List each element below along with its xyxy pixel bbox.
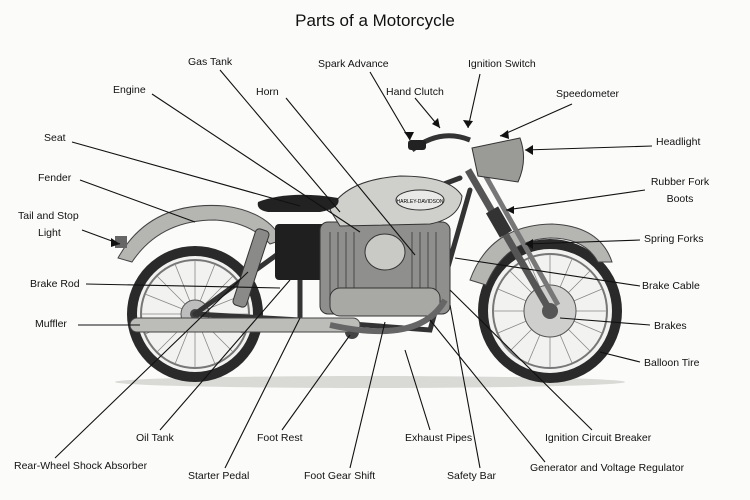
leader-starter-pedal: [224, 317, 301, 469]
label-balloon-tire: Balloon Tire: [644, 357, 700, 369]
leader-safety-bar: [449, 304, 481, 469]
label-oil-tank: Oil Tank: [136, 432, 174, 444]
label-fender: Fender: [38, 172, 72, 184]
leader-gas-tank: [219, 69, 341, 213]
leader-ignition-switch: [467, 73, 481, 129]
leader-brake-rod: [85, 283, 281, 289]
oil-tank: [275, 224, 333, 280]
label-tail-stop-light-line1: Tail and Stop: [18, 210, 79, 222]
leader-foot-rest: [281, 334, 351, 431]
label-generator-voltage-regulator: Generator and Voltage Regulator: [530, 462, 685, 474]
label-tail-stop-light-line2: Light: [38, 227, 61, 239]
handlebar: [408, 133, 471, 152]
label-spark-advance: Spark Advance: [318, 58, 389, 70]
leader-spring-forks: [524, 239, 641, 245]
label-foot-gear-shift: Foot Gear Shift: [304, 470, 376, 482]
label-rubber-fork-boots-line1: Rubber Fork: [650, 176, 710, 188]
seat: [257, 194, 339, 212]
front-forks: [464, 164, 561, 313]
leader-brake-cable: [454, 257, 641, 287]
leader-exhaust-pipes: [404, 349, 431, 431]
gas-tank: HARLEY-DAVIDSON: [329, 175, 463, 227]
label-brake-rod: Brake Rod: [30, 278, 80, 290]
label-exhaust-pipes: Exhaust Pipes: [405, 432, 473, 444]
label-rubber-fork-boots-line2: Boots: [666, 193, 694, 205]
leader-brakes: [559, 317, 651, 326]
label-headlight: Headlight: [656, 136, 701, 148]
label-safety-bar: Safety Bar: [447, 470, 497, 482]
label-spring-forks: Spring Forks: [644, 233, 704, 245]
label-starter-pedal: Starter Pedal: [188, 470, 250, 482]
headlight: [471, 137, 524, 183]
leader-foot-gear-shift: [349, 321, 386, 469]
label-rear-wheel-shock-absorber: Rear-Wheel Shock Absorber: [14, 460, 148, 472]
leader-lines: [54, 69, 653, 469]
label-muffler: Muffler: [35, 318, 67, 330]
label-horn: Horn: [256, 86, 279, 98]
label-brake-cable: Brake Cable: [642, 280, 700, 292]
diagram-title: Parts of a Motorcycle: [295, 11, 455, 30]
leader-ignition-circuit-breaker: [449, 289, 593, 431]
label-speedometer: Speedometer: [556, 88, 620, 100]
label-ignition-switch: Ignition Switch: [468, 58, 536, 70]
label-tail-stop-light: Tail and Stop Light: [18, 210, 79, 240]
label-gas-tank: Gas Tank: [188, 56, 233, 68]
tank-logo-text: HARLEY-DAVIDSON: [397, 199, 444, 205]
engine-block: [319, 221, 451, 339]
leader-engine: [151, 93, 361, 233]
label-hand-clutch: Hand Clutch: [386, 86, 444, 98]
label-seat: Seat: [44, 132, 66, 144]
front-wheel: [478, 239, 622, 383]
leader-oil-tank: [159, 279, 291, 431]
label-brakes: Brakes: [654, 320, 687, 332]
leader-rubber-fork-boots: [505, 189, 646, 211]
label-foot-rest: Foot Rest: [257, 432, 303, 444]
label-ignition-circuit-breaker: Ignition Circuit Breaker: [545, 432, 652, 444]
leader-spark-advance: [369, 71, 411, 141]
leader-balloon-tire: [599, 351, 641, 363]
leader-fender: [79, 179, 196, 223]
label-engine: Engine: [113, 84, 146, 96]
tail-light: [115, 236, 127, 248]
label-rubber-fork-boots: Rubber Fork Boots: [642, 176, 718, 206]
leader-horn: [285, 97, 416, 256]
ground-shadow: [115, 376, 625, 388]
arrowheads: [111, 118, 533, 249]
leader-generator-voltage-regulator: [429, 319, 546, 463]
leader-speedometer: [499, 103, 573, 137]
leader-headlight: [524, 145, 653, 151]
leader-seat: [71, 141, 301, 207]
leader-rear-wheel-shock-absorber: [54, 271, 249, 459]
